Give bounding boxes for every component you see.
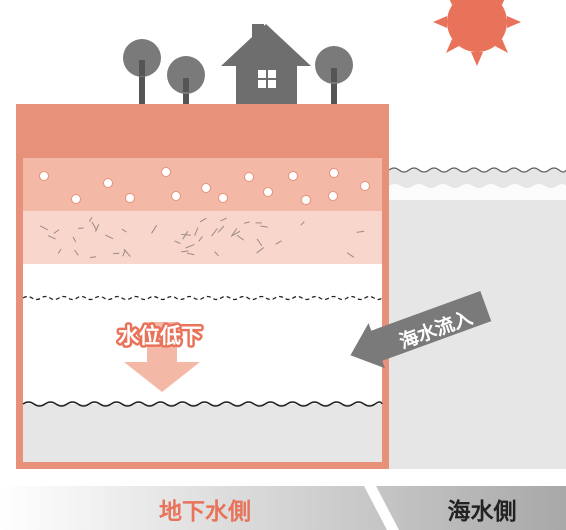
left-arrow-icon: [350, 291, 492, 369]
sand-mark: [53, 229, 60, 234]
sand-mark: [187, 252, 195, 256]
sand-mark: [199, 217, 207, 223]
water-level-drop-label: 水位低下: [118, 324, 202, 348]
sand-mark: [94, 224, 100, 232]
tree-icon: [123, 39, 161, 104]
down-arrow-icon: [124, 322, 200, 392]
sand-mark: [256, 238, 263, 247]
sand-mark: [174, 240, 181, 244]
pebble: [103, 178, 113, 188]
sand-mark: [275, 240, 282, 245]
sand-mark: [74, 249, 79, 256]
sea-side-label: 海水側: [448, 498, 517, 525]
band-divider: [364, 486, 399, 530]
sand-mark: [346, 252, 355, 258]
sand-mark: [40, 225, 49, 231]
pebble: [161, 167, 171, 177]
sand-mark: [217, 225, 225, 233]
groundwater-zone: [23, 404, 382, 462]
pebble: [71, 194, 81, 204]
sand-mark: [194, 227, 199, 236]
sand-mark: [121, 228, 127, 233]
house-icon: [221, 24, 311, 106]
pebble: [288, 171, 298, 181]
unsaturated-zone: [23, 264, 382, 404]
sand-mark: [300, 221, 305, 226]
tree-icon: [167, 56, 205, 105]
pebbles: [39, 167, 370, 205]
pebble: [301, 195, 311, 205]
sand-mark: [198, 236, 203, 242]
tree-icon: [315, 46, 353, 105]
pebble: [171, 191, 181, 201]
sand-mark: [236, 234, 244, 241]
new-water-level-line: [22, 401, 383, 407]
side-band: [0, 486, 566, 530]
land-block: [16, 104, 389, 469]
sand-mark: [220, 217, 227, 222]
pebble: [39, 171, 49, 181]
pebble: [244, 172, 254, 182]
pebble: [328, 191, 338, 201]
sand-mark: [88, 216, 93, 222]
sand-mark: [57, 248, 62, 254]
sand-mark: [122, 249, 126, 257]
sand-layer: [23, 211, 382, 264]
sand-mark: [232, 230, 241, 237]
pebble: [360, 181, 370, 191]
pebble: [329, 168, 339, 178]
pebble: [218, 193, 228, 203]
sand-marks: [40, 216, 365, 258]
sand-mark: [214, 251, 219, 257]
pebble: [201, 183, 211, 193]
sand-mark: [230, 228, 238, 238]
sand-mark: [244, 221, 250, 224]
sand-mark: [182, 231, 189, 240]
sand-mark: [185, 243, 195, 249]
sand-mark: [151, 224, 158, 234]
sand-mark: [211, 228, 218, 237]
sand-mark: [72, 236, 77, 243]
sand-mark: [78, 227, 84, 230]
sand-mark: [181, 233, 191, 236]
pebble: [125, 193, 135, 203]
sun-icon: [433, 0, 521, 66]
sand-mark: [89, 256, 97, 258]
groundwater-side-label: 地下水側: [159, 499, 251, 525]
sand-mark: [356, 230, 365, 233]
sand-mark: [181, 250, 189, 253]
sand-mark: [104, 234, 114, 240]
sand-mark: [47, 235, 56, 240]
sand-mark: [260, 225, 268, 228]
sand-mark: [256, 247, 265, 254]
old-water-level-line: [22, 295, 383, 301]
pebble: [263, 187, 273, 197]
